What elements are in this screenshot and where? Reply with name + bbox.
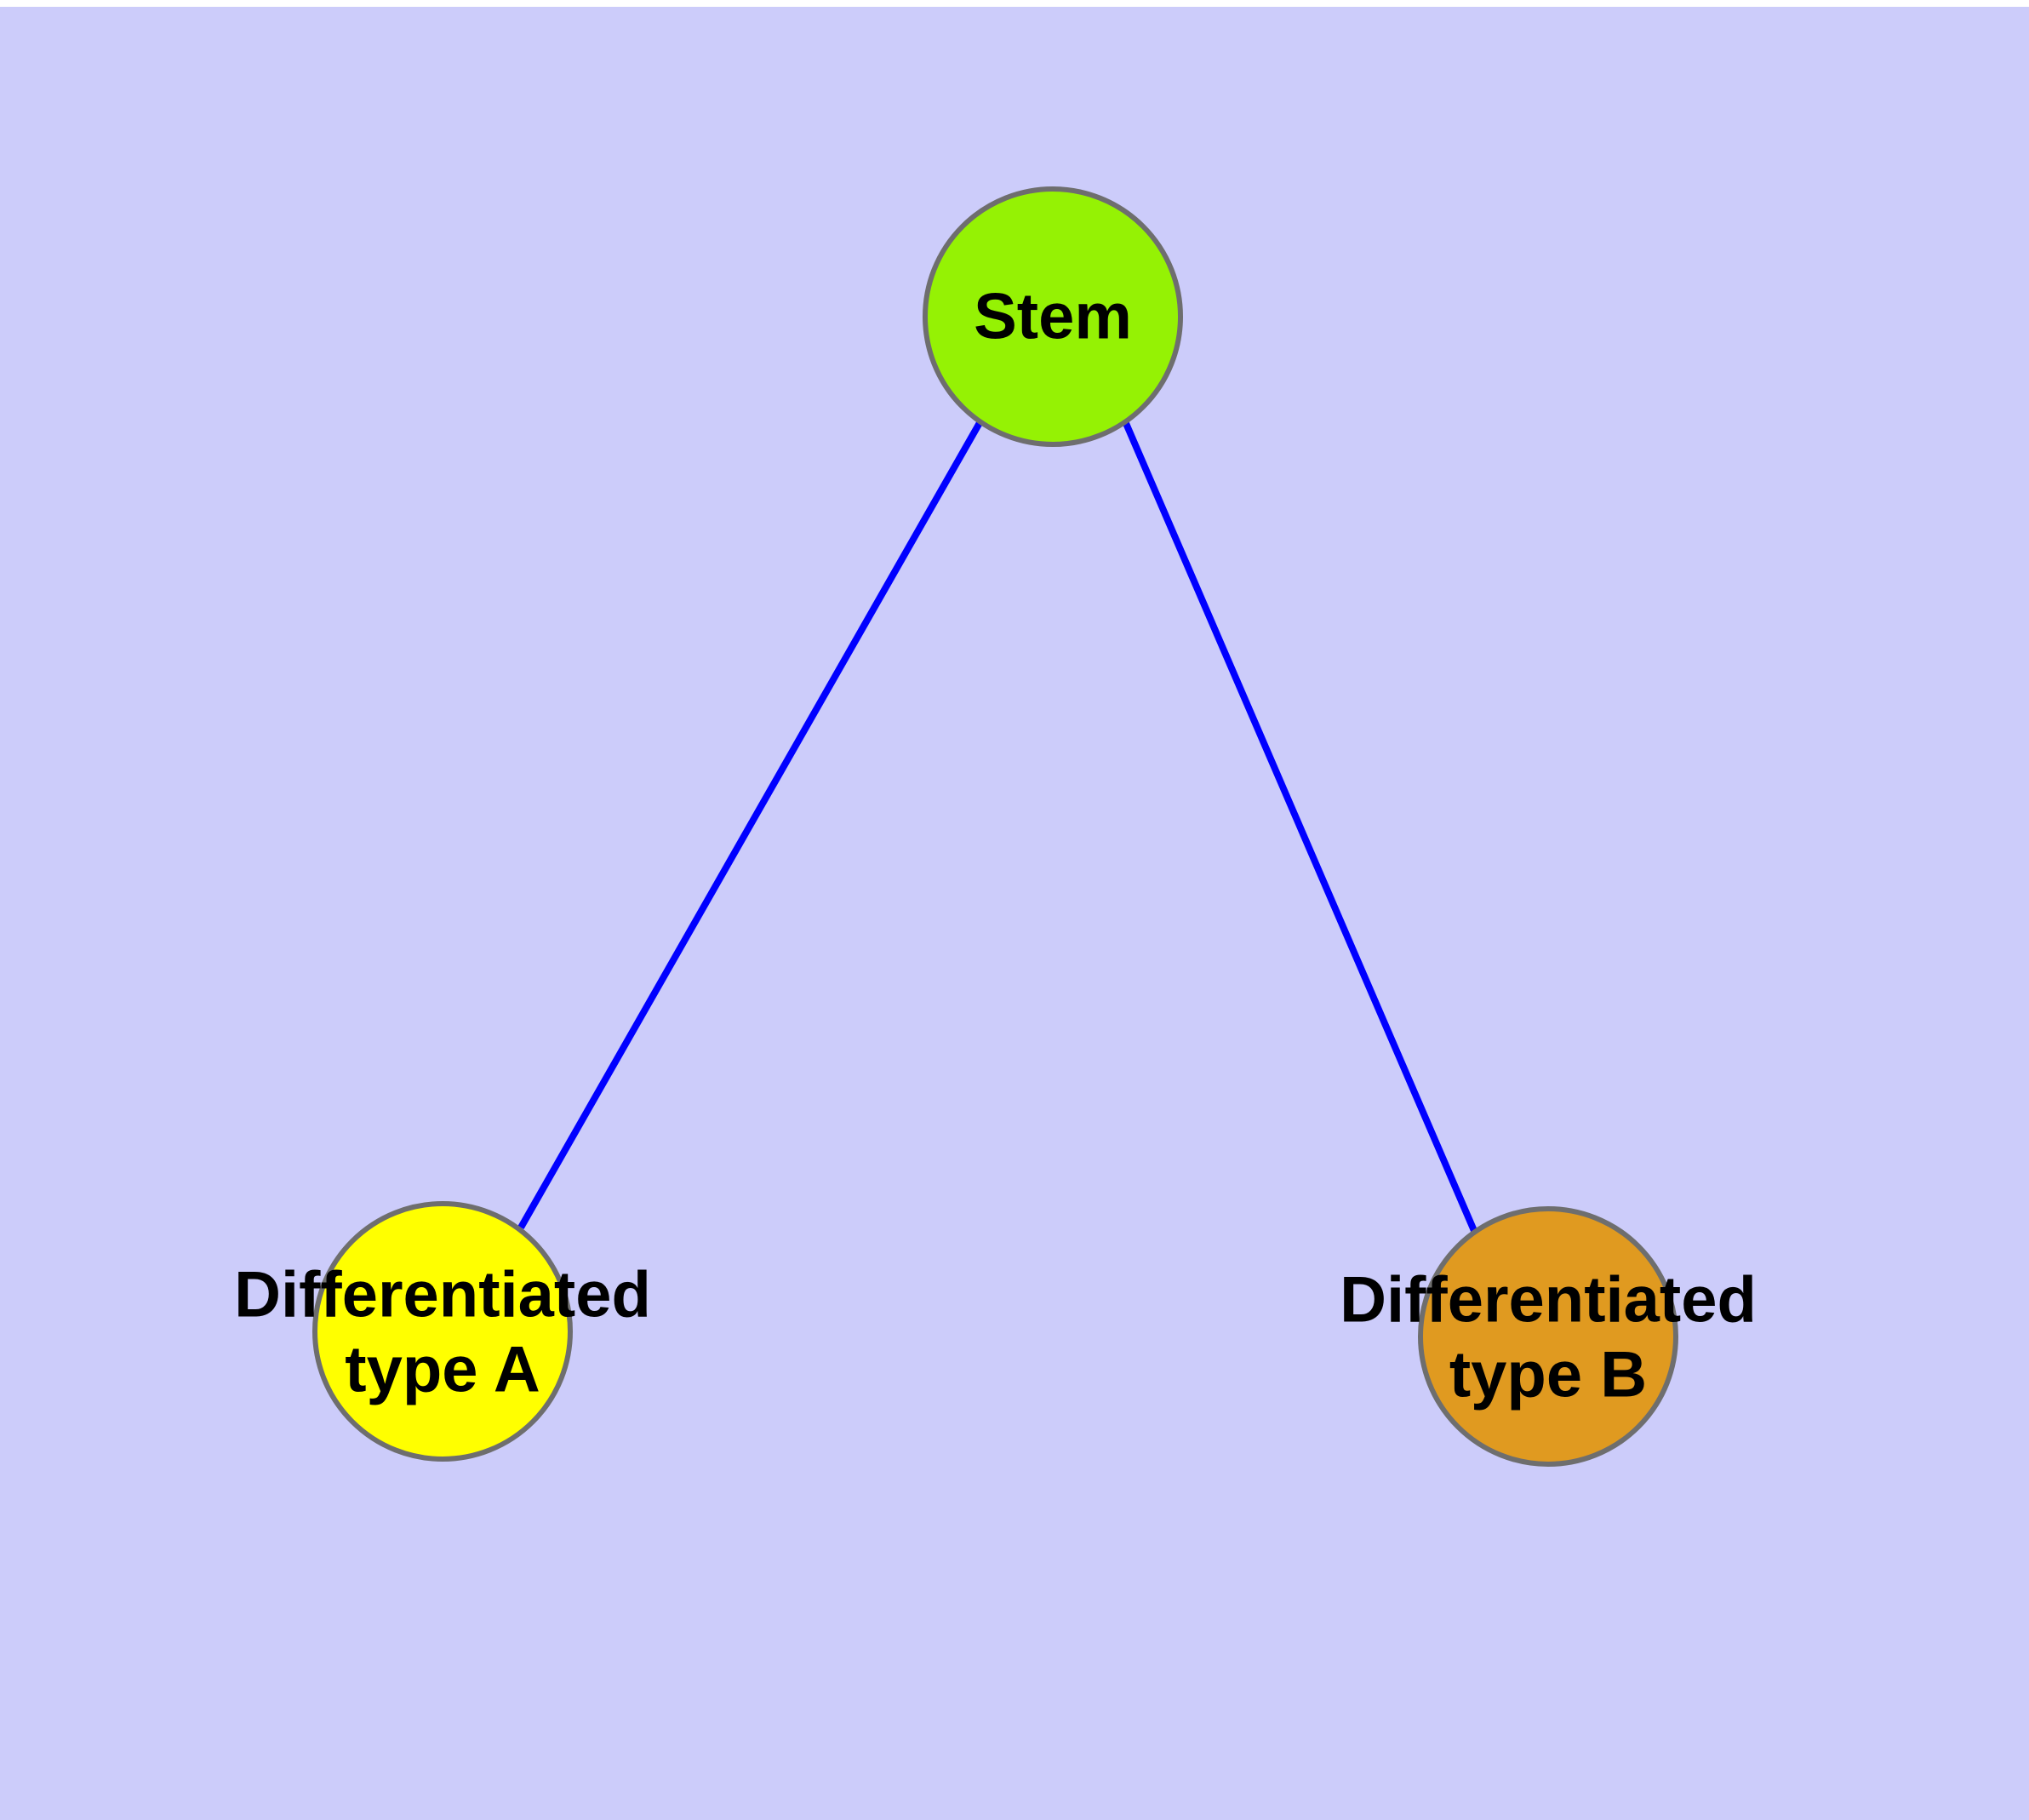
graph-svg: Stem Differentiated type A Differentiate… — [234, 186, 1757, 1467]
graph-background: Stem Differentiated type A Differentiate… — [0, 7, 2029, 1820]
node-stem[interactable]: Stem — [923, 186, 1183, 447]
node-differentiated-type-b[interactable]: Differentiated type B — [1340, 1206, 1757, 1467]
node-differentiated-type-b-circle[interactable] — [1418, 1206, 1678, 1467]
node-differentiated-type-a[interactable]: Differentiated type A — [234, 1201, 651, 1462]
edge-stem-to-differentiated-type-a[interactable] — [517, 420, 984, 1229]
node-stem-circle[interactable] — [923, 186, 1183, 447]
node-differentiated-type-b-label-line-2: type B — [1449, 1339, 1647, 1411]
node-differentiated-type-b-label-line-1: Differentiated — [1340, 1264, 1757, 1336]
node-differentiated-type-a-label-line-2: type A — [345, 1334, 540, 1406]
node-layer: Stem Differentiated type A Differentiate… — [234, 186, 1757, 1467]
node-stem-label-line-1: Stem — [974, 281, 1132, 353]
edge-stem-to-differentiated-type-b[interactable] — [1122, 420, 1478, 1234]
node-differentiated-type-a-circle[interactable] — [312, 1201, 573, 1462]
node-differentiated-type-a-label-line-1: Differentiated — [234, 1259, 651, 1331]
edge-layer — [517, 420, 1478, 1234]
